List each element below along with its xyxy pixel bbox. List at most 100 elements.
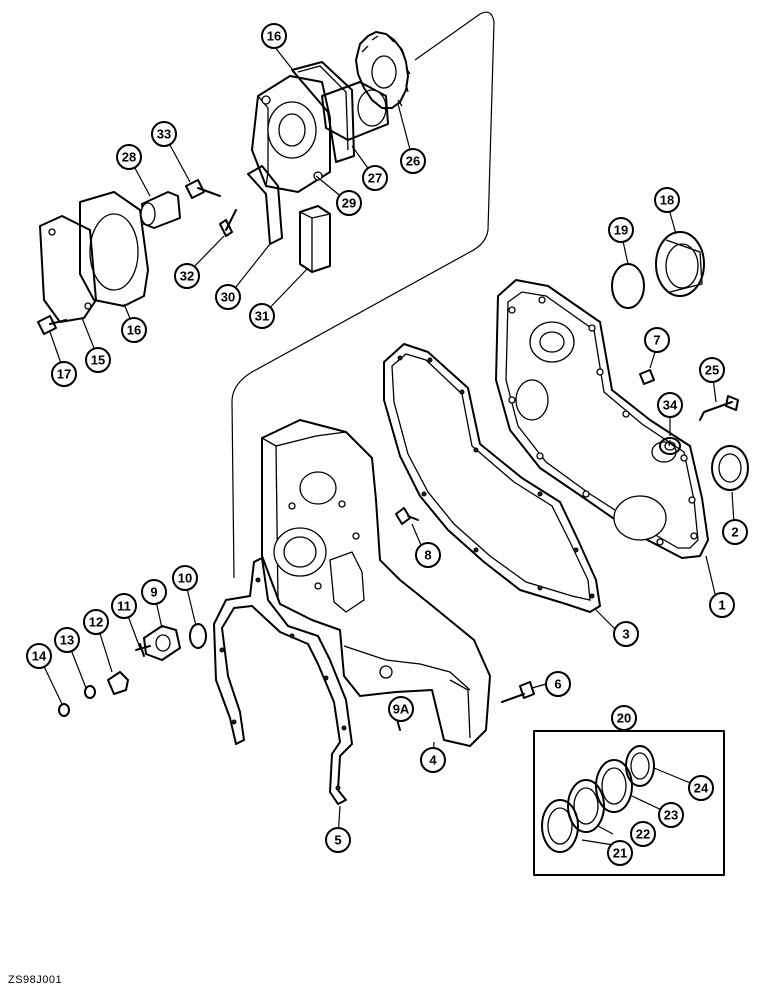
- svg-text:2: 2: [731, 525, 738, 540]
- callout-17: 17: [51, 361, 77, 387]
- svg-text:13: 13: [60, 633, 74, 648]
- svg-text:27: 27: [368, 171, 382, 186]
- cover-gasket: [79, 191, 149, 307]
- callout-25: 25: [699, 357, 725, 383]
- svg-text:31: 31: [255, 309, 269, 324]
- washer-14: [58, 703, 70, 717]
- flange-fitting: [143, 625, 181, 661]
- support-bracket: [247, 165, 283, 245]
- callout-1: 1: [709, 592, 735, 618]
- callout-11: 11: [111, 593, 137, 619]
- callout-19: 19: [608, 217, 634, 243]
- washer-13: [84, 685, 96, 699]
- svg-text:34: 34: [663, 398, 678, 413]
- callout-21: 21: [607, 840, 633, 866]
- svg-text:23: 23: [664, 808, 678, 823]
- sleeve: [140, 191, 181, 229]
- cap-screw-32: [219, 209, 237, 237]
- svg-text:20: 20: [617, 711, 631, 726]
- callout-6: 6: [545, 671, 571, 697]
- svg-text:29: 29: [342, 196, 356, 211]
- svg-text:18: 18: [660, 193, 674, 208]
- svg-text:25: 25: [705, 363, 719, 378]
- svg-text:6: 6: [554, 677, 561, 692]
- bolt-25: [699, 395, 739, 421]
- accessory-drive-housing: [251, 75, 331, 193]
- svg-text:3: 3: [622, 627, 629, 642]
- front-housing-plate: [261, 419, 491, 747]
- callout-16-left: 16: [121, 317, 147, 343]
- callout-20: 20: [611, 705, 637, 731]
- front-plate-gasket: [213, 557, 353, 805]
- callout-34: 34: [657, 392, 683, 418]
- hex-bolt-17: [37, 315, 67, 335]
- callout-27: 27: [362, 165, 388, 191]
- cap-screw-33: [185, 179, 221, 199]
- o-ring-10: [189, 623, 207, 649]
- callout-23: 23: [658, 802, 684, 828]
- svg-text:30: 30: [221, 290, 235, 305]
- svg-text:14: 14: [32, 649, 47, 664]
- svg-text:19: 19: [614, 223, 628, 238]
- drive-shaft: [321, 81, 389, 141]
- callout-24: 24: [688, 775, 714, 801]
- cover-gasket-large: [383, 343, 601, 613]
- callout-13: 13: [54, 627, 80, 653]
- callout-33: 33: [151, 121, 177, 147]
- callout-2: 2: [722, 519, 748, 545]
- callout-16-top: 16: [261, 23, 287, 49]
- callout-12: 12: [83, 609, 109, 635]
- callout-31: 31: [249, 303, 275, 329]
- svg-text:16: 16: [267, 29, 281, 44]
- callout-5: 5: [325, 827, 351, 853]
- seal-kit-parts: [541, 745, 655, 853]
- svg-text:26: 26: [406, 154, 420, 169]
- svg-text:33: 33: [157, 127, 171, 142]
- svg-text:4: 4: [429, 753, 437, 768]
- callout-3: 3: [613, 621, 639, 647]
- callout-8: 8: [415, 542, 441, 568]
- svg-text:5: 5: [334, 833, 341, 848]
- svg-text:1: 1: [718, 598, 725, 613]
- cover-plate: [39, 215, 97, 323]
- front-gear-cover: [495, 279, 709, 559]
- svg-text:16: 16: [127, 323, 141, 338]
- callout-22: 22: [630, 821, 656, 847]
- pin-11: [135, 643, 151, 657]
- callout-10: 10: [172, 565, 198, 591]
- callout-9: 9: [141, 579, 167, 605]
- svg-text:10: 10: [178, 571, 192, 586]
- drive-gear: [355, 31, 411, 113]
- callout-29: 29: [336, 190, 362, 216]
- spacer-block: [299, 205, 331, 273]
- svg-text:17: 17: [57, 367, 71, 382]
- svg-text:15: 15: [91, 353, 105, 368]
- svg-text:24: 24: [694, 781, 709, 796]
- ring-19: [611, 263, 645, 309]
- svg-text:28: 28: [122, 150, 136, 165]
- svg-text:22: 22: [636, 827, 650, 842]
- callout-7: 7: [644, 327, 670, 353]
- seal-kit-box: [533, 730, 725, 876]
- callout-26: 26: [400, 148, 426, 174]
- svg-text:9A: 9A: [393, 702, 410, 717]
- bolt-6: [501, 681, 535, 703]
- seal-2: [711, 445, 749, 491]
- svg-text:21: 21: [613, 846, 627, 861]
- bolt-8: [395, 507, 419, 525]
- callout-9a: 9A: [388, 696, 414, 722]
- svg-text:11: 11: [117, 599, 131, 614]
- callout-28: 28: [116, 144, 142, 170]
- plug-12: [107, 671, 129, 695]
- callout-4: 4: [420, 747, 446, 773]
- callout-18: 18: [654, 187, 680, 213]
- svg-text:9: 9: [150, 585, 157, 600]
- callout-15: 15: [85, 347, 111, 373]
- svg-text:8: 8: [424, 548, 431, 563]
- callout-30: 30: [215, 284, 241, 310]
- callout-14: 14: [26, 643, 52, 669]
- svg-text:12: 12: [89, 615, 103, 630]
- figure-code: ZS98J001: [8, 974, 63, 986]
- assembly-guide-line: [231, 11, 495, 579]
